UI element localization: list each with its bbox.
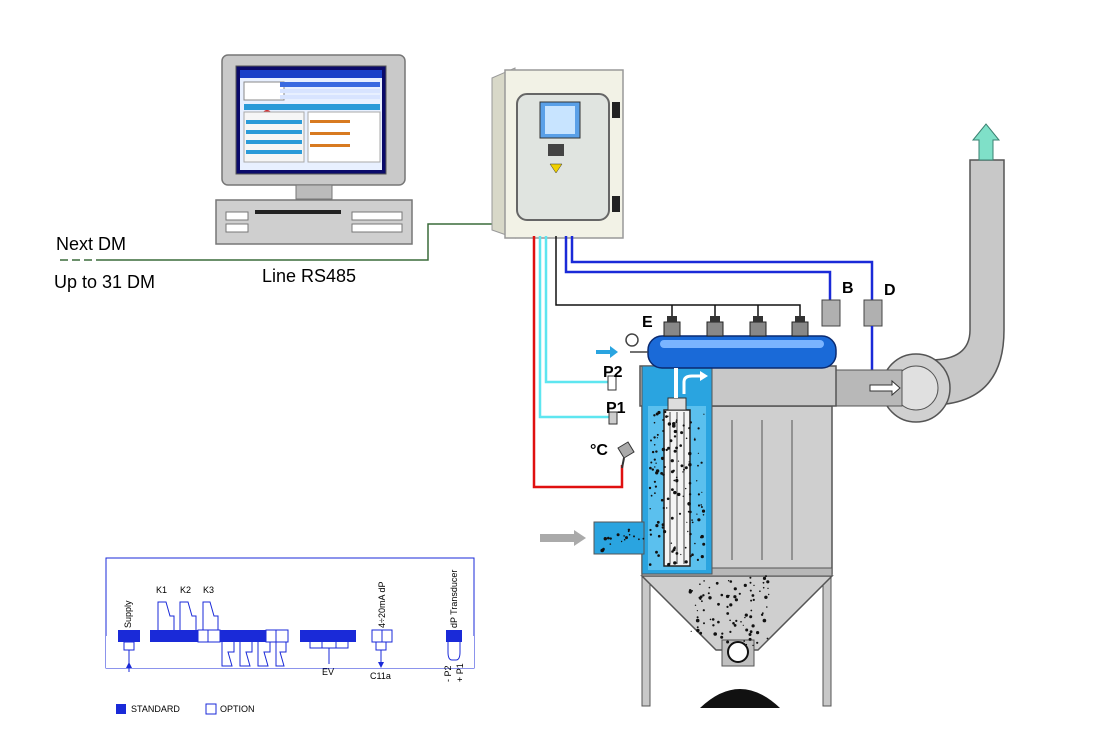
label-supply: Supply bbox=[123, 600, 133, 628]
temperature-probe-icon bbox=[617, 441, 635, 469]
port-p2 bbox=[607, 375, 617, 391]
label-e: E bbox=[642, 314, 653, 331]
label-p1: P1 bbox=[606, 400, 626, 417]
label-ev: EV bbox=[322, 667, 335, 677]
pressure-switch-d bbox=[863, 299, 883, 327]
label-temperature: °C bbox=[590, 442, 608, 459]
label-analog-output: 4÷20mA dP bbox=[377, 581, 387, 628]
legend-option-swatch bbox=[205, 703, 217, 715]
terminal-strip bbox=[105, 557, 475, 672]
port-p1 bbox=[608, 411, 618, 425]
controller-cabinet bbox=[491, 67, 624, 239]
air-tank bbox=[596, 316, 837, 398]
label-up-to-31-dm: Up to 31 DM bbox=[54, 272, 156, 292]
dust-particles bbox=[600, 410, 770, 647]
label-p2-port: - P2 bbox=[443, 665, 453, 682]
legend-standard-label: STANDARD bbox=[131, 704, 180, 714]
label-line-rs485: Line RS485 bbox=[262, 266, 357, 286]
label-c11a: C11a bbox=[370, 671, 391, 681]
legend-option-label: OPTION bbox=[220, 704, 255, 714]
exhaust-stack bbox=[835, 123, 1005, 423]
label-k1: K1 bbox=[156, 585, 168, 595]
label-k2: K2 bbox=[180, 585, 192, 595]
signal-wires bbox=[532, 236, 874, 489]
label-b: B bbox=[842, 280, 854, 297]
legend-standard-swatch bbox=[116, 704, 126, 714]
computer-icon bbox=[215, 54, 413, 245]
label-p1-port: + P1 bbox=[455, 663, 465, 682]
label-p2: P2 bbox=[603, 364, 623, 381]
label-k3: K3 bbox=[203, 585, 215, 595]
label-dp-transducer: dP Transducer bbox=[449, 569, 459, 628]
pressure-switch-b bbox=[821, 299, 841, 327]
label-next-dm: Next DM bbox=[56, 234, 127, 254]
rs485-line bbox=[56, 223, 500, 261]
label-d: D bbox=[884, 282, 896, 299]
